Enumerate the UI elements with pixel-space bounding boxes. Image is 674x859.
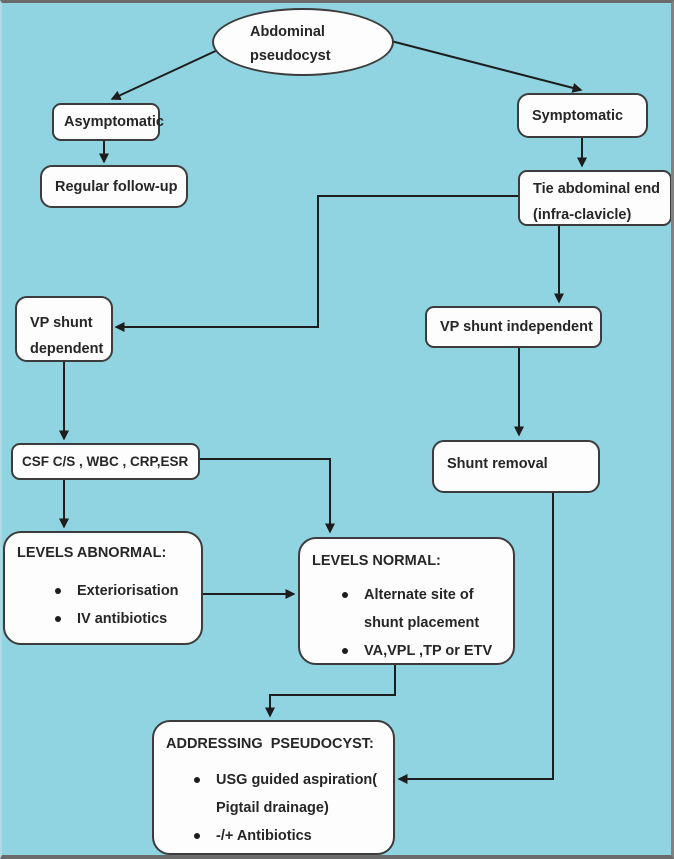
node-csf-labs: CSF C/S , WBC , CRP,ESR <box>11 443 200 480</box>
bullet-item: Alternate site of shunt placement <box>312 581 507 637</box>
node-label-line: Abdominal <box>250 24 325 40</box>
bullet-dot <box>194 777 200 783</box>
node-abdominal-pseudocyst: Abdominal pseudocyst <box>212 8 394 76</box>
node-addressing-pseudocyst: ADDRESSING PSEUDOCYST: USG guided aspira… <box>152 720 395 855</box>
node-shunt-removal: Shunt removal <box>432 440 600 493</box>
bullet-text: USG guided aspiration( Pigtail drainage) <box>216 772 378 816</box>
node-header: ADDRESSING PSEUDOCYST: <box>166 736 374 752</box>
arrow-root-to-asymptomatic <box>110 47 223 100</box>
bullet-dot <box>342 648 348 654</box>
arrow-csf-to-levels-normal <box>200 458 335 534</box>
node-tie-abdominal-end: Tie abdominal end (infra-clavicle) <box>518 170 672 226</box>
bullet-list: Alternate site of shunt placement VA,VPL… <box>312 581 507 665</box>
bullet-item: -/+ Antibiotics <box>166 822 383 850</box>
arrow-shunt-removal-to-addressing <box>397 493 554 784</box>
node-label-line: dependent <box>30 341 104 357</box>
arrow-normal-to-addressing <box>265 665 396 718</box>
node-vp-shunt-independent: VP shunt independent <box>425 306 602 348</box>
bullet-text: Alternate site of shunt placement <box>364 587 480 631</box>
bullet-dot <box>342 592 348 598</box>
node-symptomatic: Symptomatic <box>517 93 648 138</box>
bullet-list: Exteriorisation IV antibiotics <box>17 577 193 633</box>
bullet-text: VA,VPL ,TP or ETV <box>364 643 493 659</box>
node-label-line: (infra-clavicle) <box>533 207 632 223</box>
bullet-list: USG guided aspiration( Pigtail drainage)… <box>166 766 383 850</box>
node-levels-normal: LEVELS NORMAL: Alternate site of shunt p… <box>298 537 515 665</box>
node-label-line: Tie abdominal end <box>533 181 661 197</box>
bullet-item: Exteriorisation <box>17 577 193 605</box>
node-levels-abnormal: LEVELS ABNORMAL: Exteriorisation IV anti… <box>3 531 203 645</box>
node-header: LEVELS ABNORMAL: <box>17 545 167 561</box>
arrow-root-to-symptomatic <box>390 40 583 93</box>
bullet-item: USG guided aspiration( Pigtail drainage) <box>166 766 383 822</box>
node-asymptomatic: Asymptomatic <box>52 103 164 141</box>
node-label: CSF C/S , WBC , CRP,ESR <box>22 453 189 469</box>
node-label-line: VP shunt <box>30 315 93 331</box>
bullet-item: VA,VPL ,TP or ETV <box>312 637 507 665</box>
bullet-item: IV antibiotics <box>17 605 193 633</box>
node-regular-followup: Regular follow-up <box>40 165 188 208</box>
bullet-dot <box>55 588 61 594</box>
arrow-tie-to-vp-dependent <box>114 195 518 332</box>
node-label-line: pseudocyst <box>250 48 331 64</box>
bullet-text: -/+ Antibiotics <box>216 828 312 844</box>
node-label: Shunt removal <box>447 456 548 472</box>
bullet-dot <box>194 833 200 839</box>
node-vp-shunt-dependent: VP shunt dependent <box>15 296 113 362</box>
bullet-text: IV antibiotics <box>77 611 168 627</box>
node-label: Asymptomatic <box>64 114 164 130</box>
node-header: LEVELS NORMAL: <box>312 553 441 569</box>
bullet-dot <box>55 616 61 622</box>
bullet-text: Exteriorisation <box>77 583 179 599</box>
node-label: Symptomatic <box>532 107 624 124</box>
node-label: Regular follow-up <box>55 178 178 195</box>
node-label: VP shunt independent <box>440 319 593 335</box>
